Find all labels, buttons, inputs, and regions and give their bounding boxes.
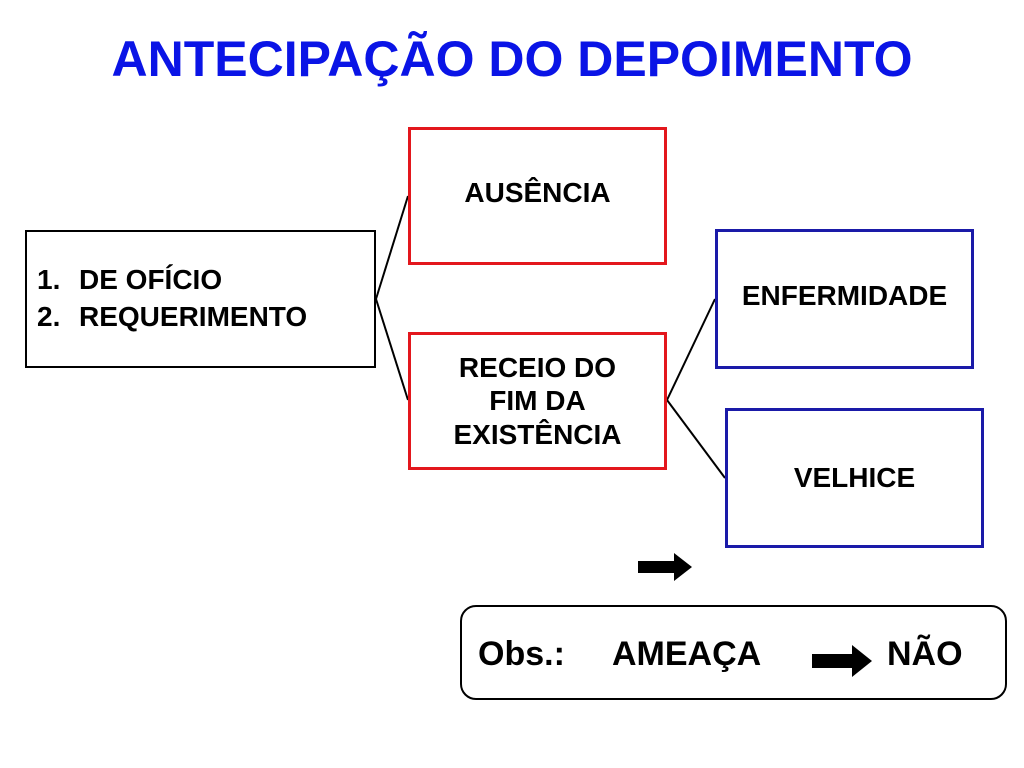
enfermidade-label: ENFERMIDADE: [741, 280, 948, 312]
right-arrow-icon: [812, 645, 872, 677]
observation-threat: AMEAÇA: [612, 635, 762, 673]
list-number: 1.: [37, 264, 61, 296]
list-label: REQUERIMENTO: [79, 301, 308, 332]
receio-line: RECEIO DO: [458, 351, 617, 383]
slide-title: ANTECIPAÇÃO DO DEPOIMENTO: [111, 31, 913, 87]
receio-box: RECEIO DO FIM DA EXISTÊNCIA: [408, 332, 667, 470]
origins-list: 1. DE OFÍCIO 2. REQUERIMENTO: [27, 262, 307, 336]
receio-line: FIM DA: [489, 385, 586, 417]
observation-box: Obs.: AMEAÇA NÃO: [460, 605, 1007, 700]
list-item: 1. DE OFÍCIO: [27, 262, 307, 299]
receio-label: RECEIO DO FIM DA EXISTÊNCIA: [453, 351, 621, 452]
connector-origins-receio: [375, 298, 409, 401]
observation-result: NÃO: [887, 635, 963, 673]
list-item: 2. REQUERIMENTO: [27, 299, 307, 336]
connector-origins-ausencia: [375, 195, 409, 300]
connector-receio-velhice: [666, 399, 726, 479]
ausencia-label: AUSÊNCIA: [464, 177, 611, 209]
observation-label: Obs.:: [478, 635, 565, 673]
connector-receio-enfermidade: [666, 298, 716, 401]
list-number: 2.: [37, 301, 61, 332]
velhice-box: VELHICE: [725, 408, 984, 548]
ausencia-box: AUSÊNCIA: [408, 127, 667, 265]
velhice-label: VELHICE: [793, 462, 916, 494]
enfermidade-box: ENFERMIDADE: [715, 229, 974, 369]
receio-line: EXISTÊNCIA: [453, 418, 622, 450]
list-label: DE OFÍCIO: [79, 264, 223, 296]
right-arrow-icon: [638, 553, 692, 581]
origins-box: 1. DE OFÍCIO 2. REQUERIMENTO: [25, 230, 376, 368]
